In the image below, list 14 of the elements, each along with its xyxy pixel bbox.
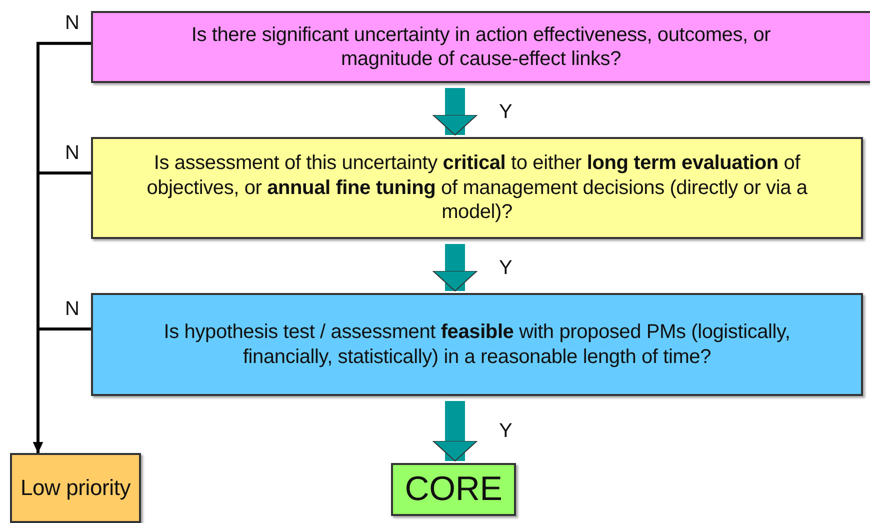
node-text: Is assessment of this uncertainty critical to either long term evaluation of objectives, or annual fine tuning of management decisions (directly or via a model)? <box>146 151 808 225</box>
node-text: Is hypothesis test / assessment feasible with proposed PMs (logistically, financially, statistically) in a reasonable length of time? <box>162 320 792 369</box>
decision-box <box>91 293 863 396</box>
outcome-box <box>10 453 141 523</box>
outcome-box <box>391 463 516 516</box>
decision-box <box>91 11 870 83</box>
decision-box <box>91 137 863 239</box>
node-text: Low priority <box>20 474 131 502</box>
block-arrow <box>432 244 478 292</box>
node-text: Is there significant uncertainty in action effectiveness, outcomes, or magnitude of cause-effect links? <box>190 22 772 72</box>
connector-arrow <box>33 328 91 453</box>
block-arrow <box>432 401 478 462</box>
node-text: CORE <box>404 468 502 510</box>
block-arrow <box>432 88 478 136</box>
